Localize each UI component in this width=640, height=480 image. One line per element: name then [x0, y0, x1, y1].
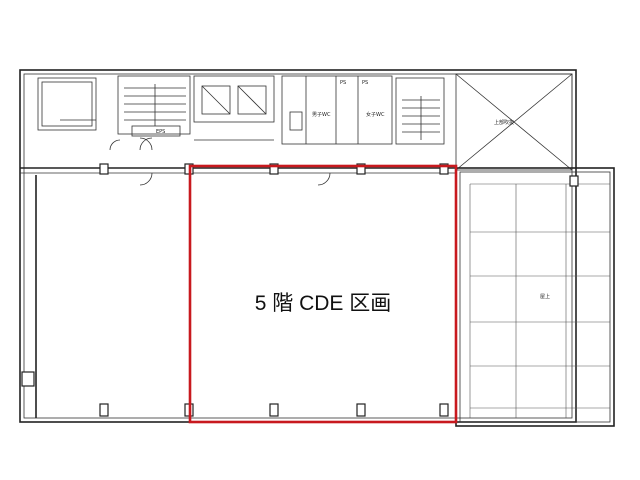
- eps-label: EPS: [156, 129, 165, 135]
- void-area: 上部吹抜: [455, 73, 573, 171]
- ps-label-left: PS: [340, 80, 346, 86]
- ps-label-right: PS: [362, 80, 368, 86]
- section-label: 5 階 CDE 区画: [255, 292, 392, 315]
- wc-right-label: 女子WC: [366, 111, 385, 118]
- service-core: EPS PS 男子WC 女子WC PS: [37, 75, 445, 186]
- wc-left-label: 男子WC: [312, 111, 331, 118]
- columns: [21, 163, 579, 417]
- outer-walls: [19, 69, 577, 423]
- stair-left: [124, 84, 186, 126]
- highlighted-section: [188, 164, 458, 424]
- stair-right: [402, 96, 440, 140]
- void-label: 上部吹抜: [494, 119, 514, 126]
- roof-label: 屋上: [540, 293, 550, 300]
- roof-terrace: 屋上: [455, 167, 615, 427]
